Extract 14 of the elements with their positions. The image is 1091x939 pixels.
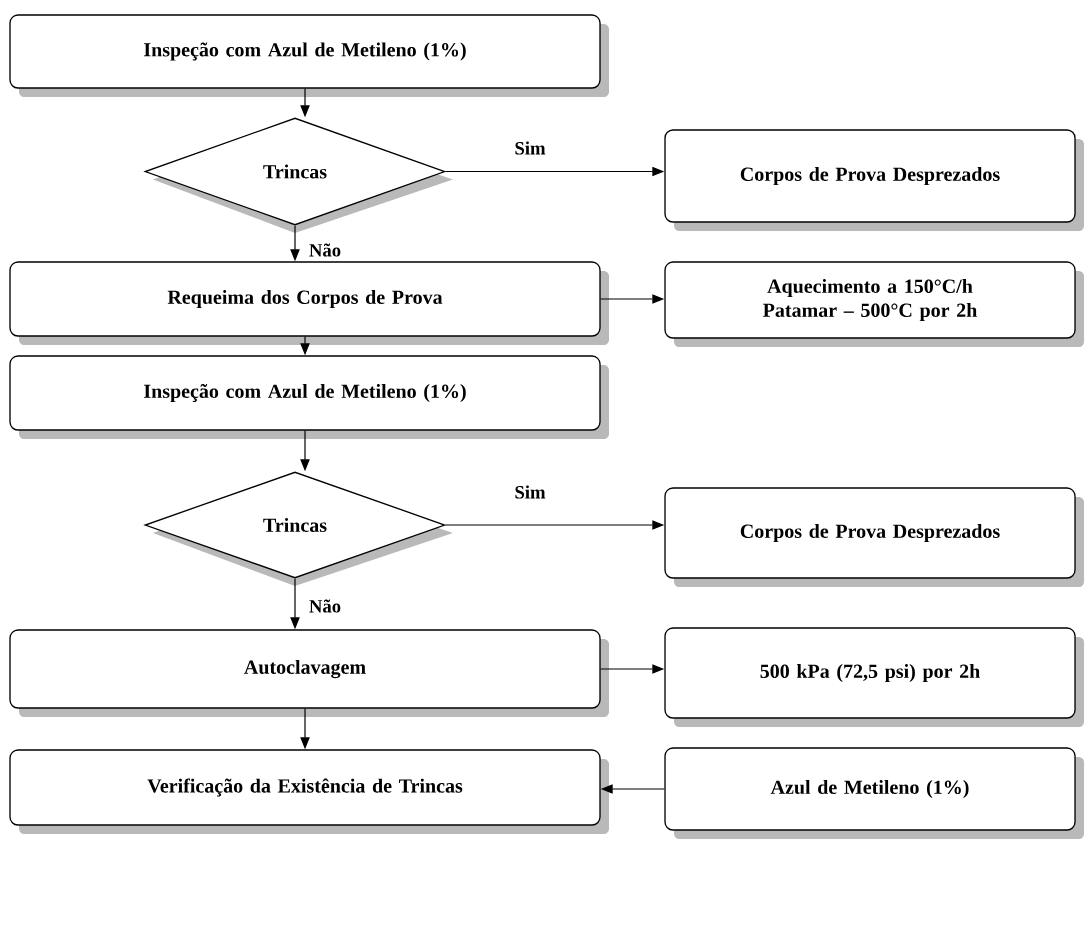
process-box: Corpos de Prova Desprezados <box>664 129 1084 231</box>
process-box: 500 kPa (72,5 psi) por 2h <box>664 627 1084 727</box>
process-box: Autoclavagem <box>9 629 609 717</box>
process-box: Requeima dos Corpos de Prova <box>9 261 609 345</box>
process-box: Verificação da Existência de Trincas <box>9 749 609 834</box>
edge-label: Sim <box>513 484 547 500</box>
edge-label: Não <box>307 598 343 614</box>
process-box: Azul de Metileno (1%) <box>664 747 1084 839</box>
process-box: Aquecimento a 150°C/h Patamar – 500°C por 2h <box>664 261 1084 347</box>
process-box: Corpos de Prova Desprezados <box>664 487 1084 587</box>
edge-label: Não <box>307 242 343 258</box>
process-box: Inspeção com Azul de Metileno (1%) <box>9 14 609 97</box>
edge-label: Sim <box>513 140 547 156</box>
process-box: Inspeção com Azul de Metileno (1%) <box>9 355 609 439</box>
